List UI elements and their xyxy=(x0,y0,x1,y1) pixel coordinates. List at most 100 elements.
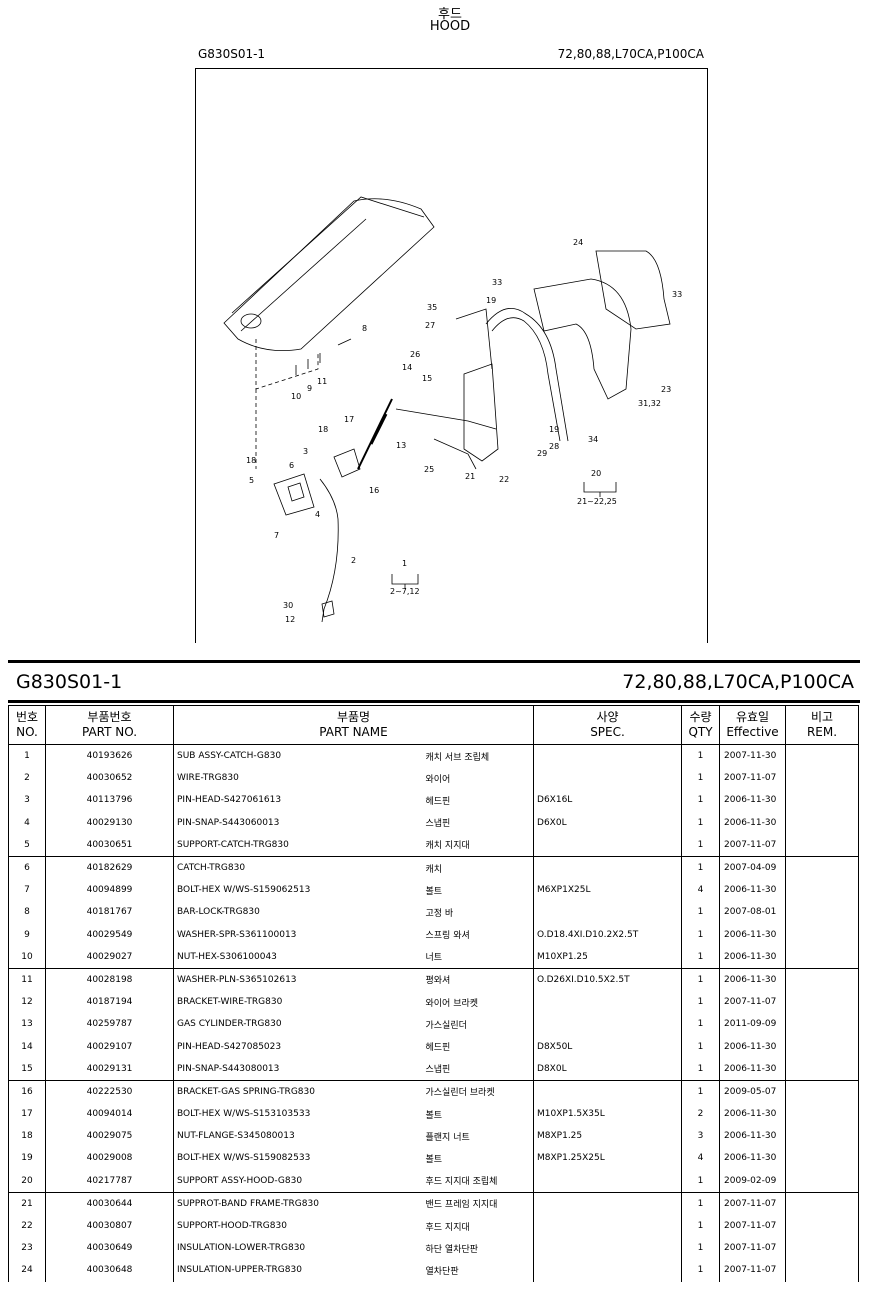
row-qty: 1 xyxy=(681,1013,721,1036)
callout-label: 18 xyxy=(318,425,328,434)
row-spec xyxy=(533,1080,682,1103)
row-spec xyxy=(533,1259,682,1282)
row-part-no: 40029008 xyxy=(86,1153,133,1164)
row-effective: 2006-11-30 xyxy=(719,1035,787,1058)
row-qty: 1 xyxy=(681,1035,721,1058)
page-title-english: HOOD xyxy=(429,19,471,34)
row-part-name: WASHER-PLN-S365102613 xyxy=(173,968,424,992)
row-qty: 1 xyxy=(681,767,721,790)
row-effective: 2007-11-07 xyxy=(719,1237,787,1260)
row-part-name: BAR-LOCK-TRG830 xyxy=(173,901,424,924)
row-effective: 2006-11-30 xyxy=(719,1103,787,1126)
row-part-name-korean: 캐치 지지대 xyxy=(423,833,534,857)
callout-label: 15 xyxy=(422,374,432,383)
row-part-name: BRACKET-WIRE-TRG830 xyxy=(173,991,424,1014)
row-qty: 1 xyxy=(681,1169,721,1193)
row-remarks xyxy=(785,1214,860,1238)
row-part-name: INSULATION-UPPER-TRG830 xyxy=(173,1259,424,1282)
callout-label: 7 xyxy=(274,531,279,540)
callout-label: 2~7,12 xyxy=(390,587,420,596)
row-part-name-korean: 후드 지지대 xyxy=(425,1222,470,1233)
row-no: 1 xyxy=(8,744,46,768)
row-spec: M10XP1.25 xyxy=(533,945,682,969)
callout-label: 17 xyxy=(344,415,354,424)
row-qty: 1 xyxy=(681,901,721,924)
row-qty: 1 xyxy=(681,1237,721,1260)
row-no: 19 xyxy=(8,1147,46,1170)
row-part-no: 40193626 xyxy=(86,751,133,762)
row-remarks xyxy=(785,833,860,857)
row-part-name: BOLT-HEX W/WS-S159082533 xyxy=(173,1147,424,1170)
row-effective: 2007-11-07 xyxy=(719,1214,787,1238)
callout-label: 16 xyxy=(369,486,379,495)
row-part-name-korean: 열차단판 xyxy=(425,1266,459,1277)
row-part-name: WIRE-TRG830 xyxy=(173,767,424,790)
row-spec xyxy=(533,991,682,1014)
row-part-no: 40259787 xyxy=(86,1019,133,1030)
hood-support-drawing xyxy=(463,363,499,462)
row-part-no: 40029131 xyxy=(45,1057,174,1081)
row-part-name: SUPPROT-BAND FRAME-TRG830 xyxy=(173,1192,424,1215)
row-no: 12 xyxy=(8,991,46,1014)
callout-label: 13 xyxy=(396,441,406,450)
row-part-no: 40030649 xyxy=(86,1243,133,1254)
row-part-name: INSULATION-LOWER-TRG830 xyxy=(173,1237,424,1260)
callout-label: 11 xyxy=(317,377,327,386)
row-spec xyxy=(533,1169,682,1193)
row-part-name-korean: 고정 바 xyxy=(425,908,454,919)
row-part-name: CATCH-TRG830 xyxy=(173,856,424,880)
row-part-no: 40222530 xyxy=(86,1086,133,1097)
row-no: 4 xyxy=(8,811,46,834)
row-part-name-korean: 헤드핀 xyxy=(425,796,451,807)
row-part-no: 40029027 xyxy=(45,945,174,969)
row-remarks xyxy=(785,901,860,924)
row-part-no: 40030644 xyxy=(86,1198,133,1209)
row-no: 14 xyxy=(8,1035,46,1058)
row-spec: O.D18.4XI.D10.2X2.5T xyxy=(533,923,682,946)
row-spec xyxy=(533,1013,682,1036)
figure-callouts: 24 33 33 19 35 27 26 14 15 8 10 9 11 17 … xyxy=(246,238,682,624)
row-part-name-korean: 캐치 서브 조립체 xyxy=(425,752,490,763)
row-no: 8 xyxy=(8,901,46,924)
row-part-name-korean: 와이어 xyxy=(425,774,451,785)
parts-list-models: 72,80,88,L70CA,P100CA xyxy=(622,671,854,693)
row-spec: M8XP1.25X25L xyxy=(533,1147,682,1170)
row-remarks xyxy=(785,1147,860,1170)
row-part-no: 40030807 xyxy=(86,1221,133,1232)
row-qty: 1 xyxy=(681,991,721,1014)
callout-label: 6 xyxy=(289,461,294,470)
row-effective: 2006-11-30 xyxy=(719,945,787,969)
row-part-name-korean: 볼트 xyxy=(425,886,443,897)
callout-label: 26 xyxy=(410,350,420,359)
callout-label: 19 xyxy=(549,425,559,434)
row-no: 5 xyxy=(8,833,46,857)
row-spec xyxy=(533,901,682,924)
row-part-name: BRACKET-GAS SPRING-TRG830 xyxy=(173,1080,424,1103)
row-no: 18 xyxy=(8,1125,46,1148)
row-remarks xyxy=(785,1259,860,1282)
row-remarks xyxy=(785,968,860,992)
callout-label: 21~22,25 xyxy=(577,497,617,506)
row-qty: 4 xyxy=(681,1147,721,1170)
row-effective: 2006-11-30 xyxy=(719,1125,787,1148)
row-effective: 2011-09-09 xyxy=(719,1013,787,1036)
row-no: 7 xyxy=(8,879,46,902)
row-no: 15 xyxy=(8,1057,46,1081)
row-effective: 2006-11-30 xyxy=(719,811,787,834)
callout-label: 8 xyxy=(362,324,367,333)
row-no: 3 xyxy=(8,789,46,812)
row-effective: 2006-11-30 xyxy=(719,879,787,902)
figure-code: G830S01-1 xyxy=(198,47,266,61)
row-qty: 1 xyxy=(681,811,721,834)
row-remarks xyxy=(785,1237,860,1260)
row-effective: 2007-11-07 xyxy=(719,1192,787,1215)
